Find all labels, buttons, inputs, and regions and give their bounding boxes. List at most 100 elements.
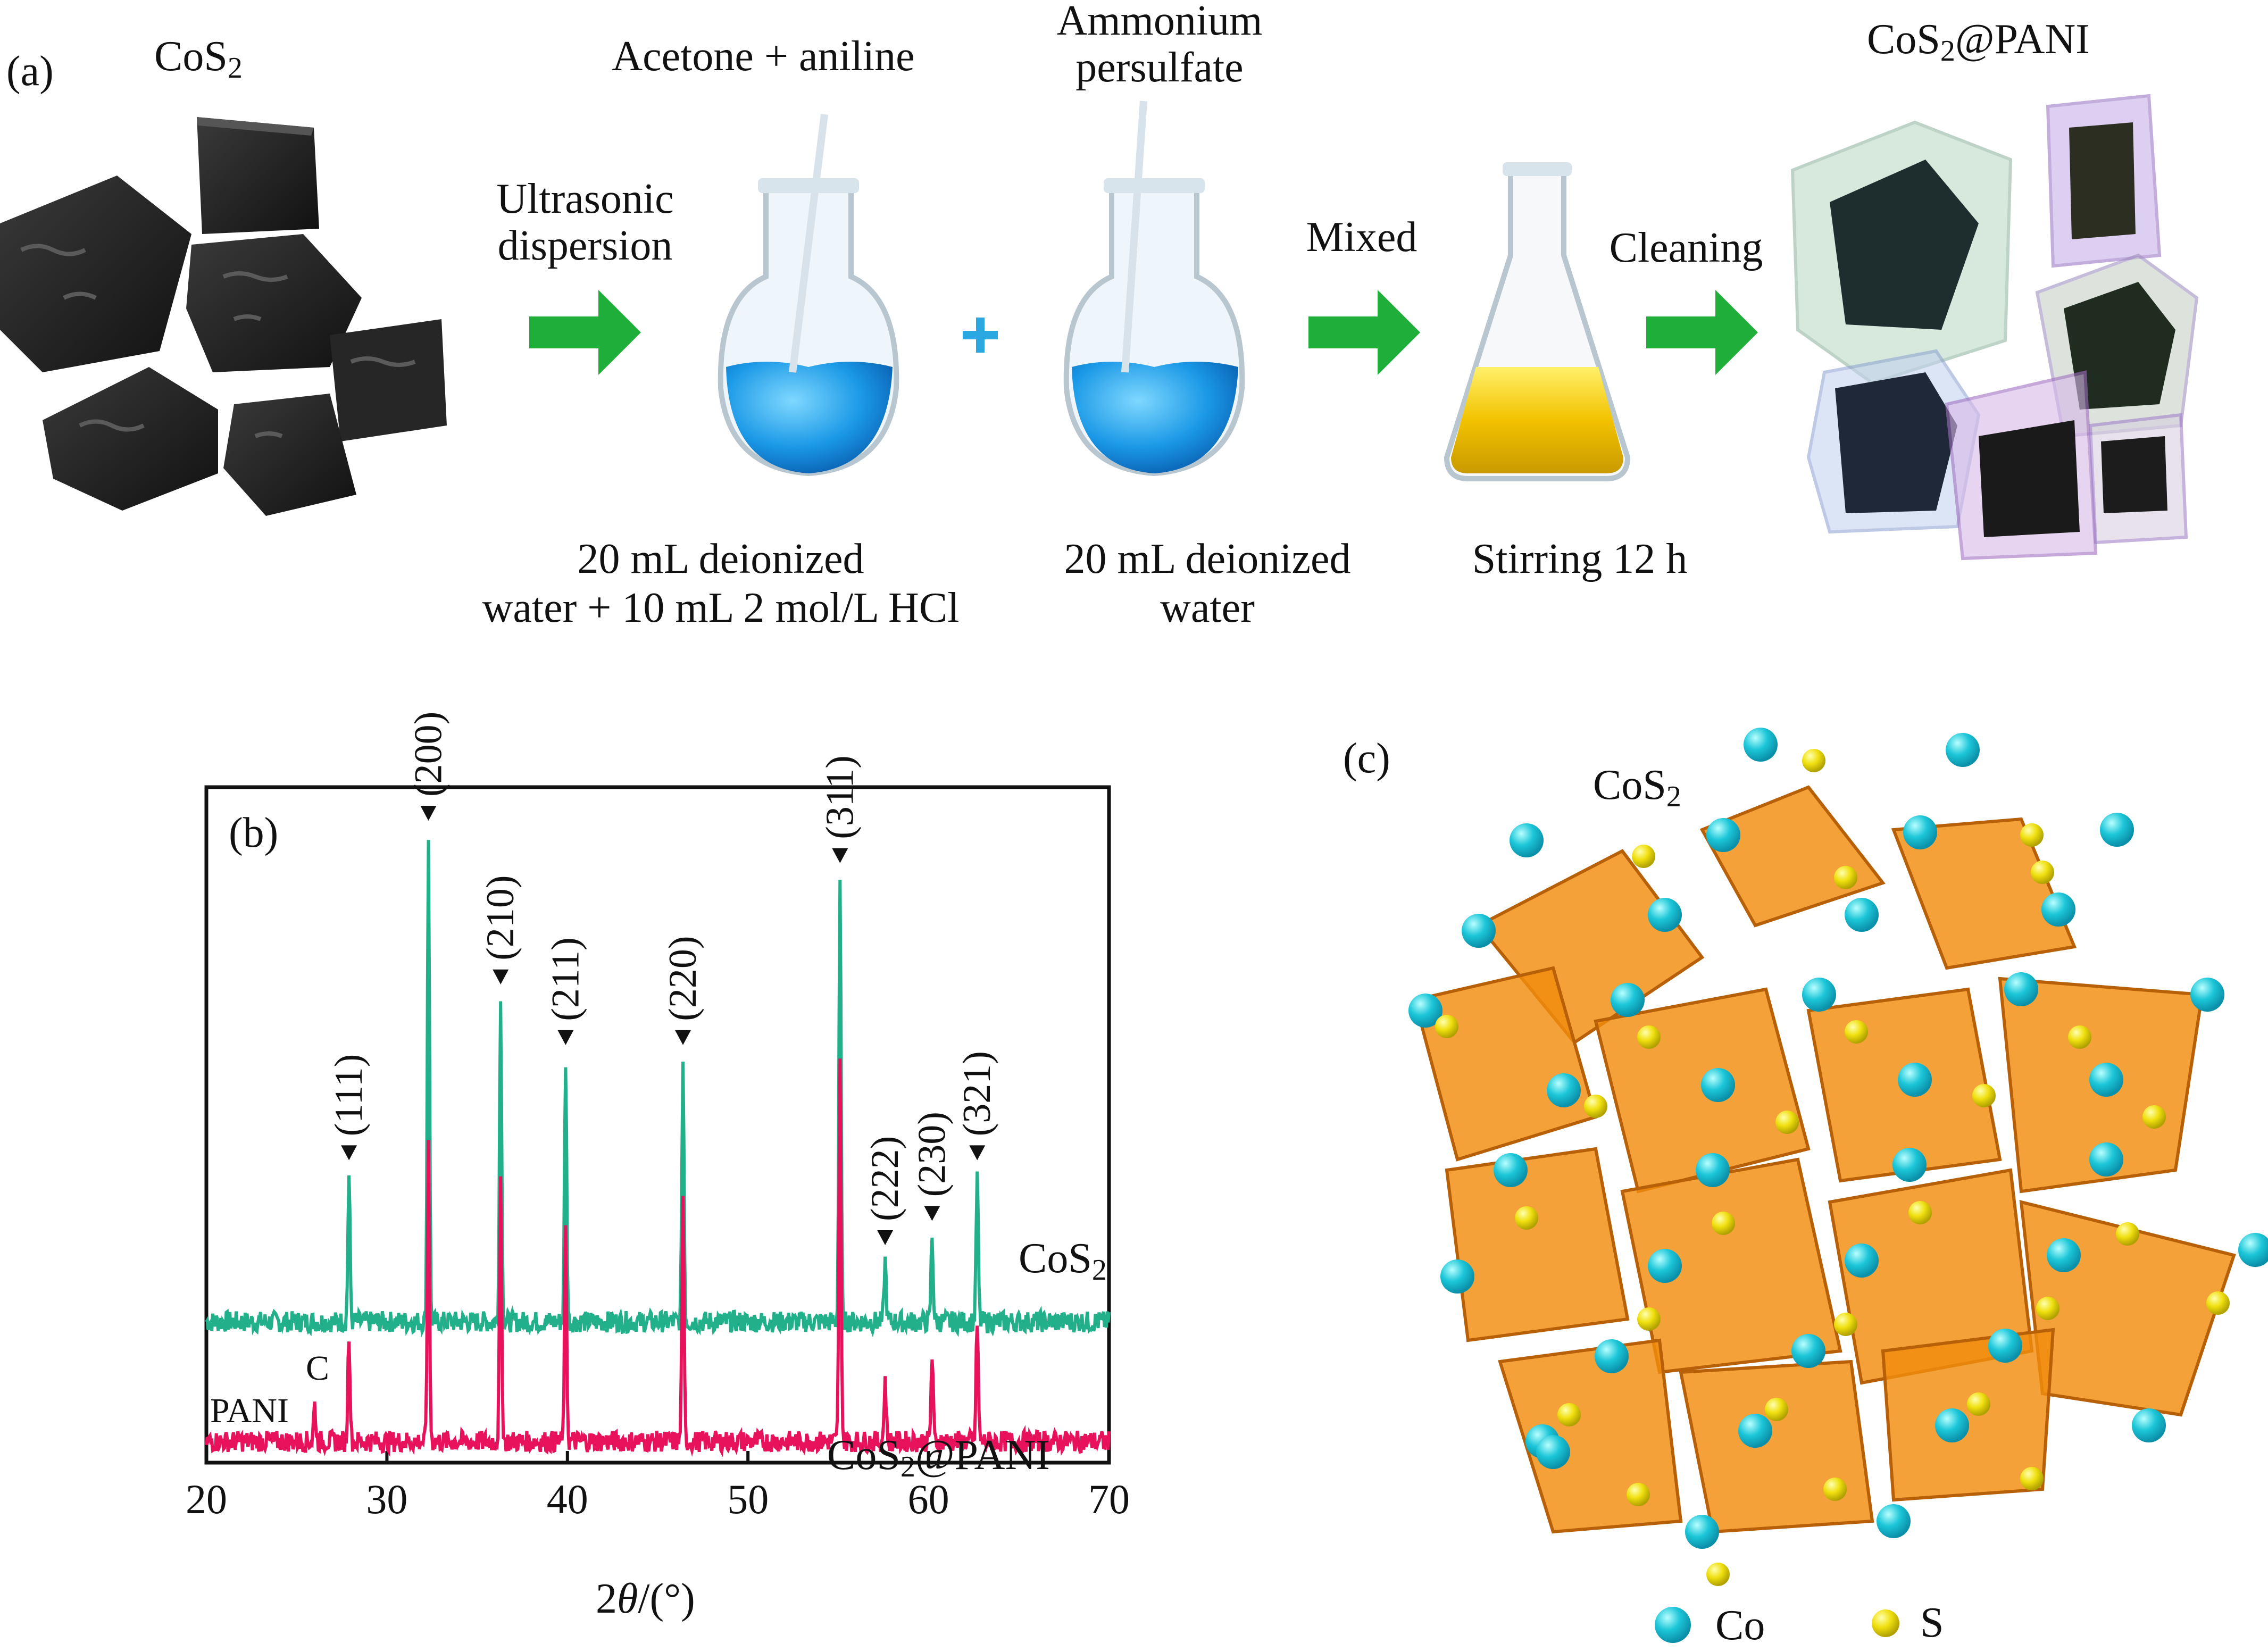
x-tick-label: 70 — [1088, 1476, 1130, 1522]
s-atom — [1627, 1483, 1650, 1506]
co-atom — [1547, 1073, 1581, 1107]
co-atom — [1685, 1515, 1719, 1549]
peak-label: (222) — [863, 1136, 907, 1221]
peak-label: (210) — [479, 875, 522, 961]
s-atom — [2068, 1025, 2091, 1049]
s-atom — [1972, 1084, 1996, 1107]
peak-marker — [420, 806, 437, 821]
legend-co-label: Co — [1715, 1602, 1765, 1649]
co-atom — [2132, 1408, 2166, 1442]
co-atom — [1845, 1244, 1879, 1278]
co-atom — [1440, 1259, 1474, 1294]
co-atom — [1898, 1063, 1932, 1097]
cos2-pani-product-illustration — [1790, 94, 2199, 561]
s-atom — [1435, 1015, 1458, 1038]
s-atom — [2020, 823, 2044, 847]
co-atom — [1536, 1435, 1570, 1469]
co-atom — [1946, 733, 1980, 767]
coordination-polyhedron — [1679, 1359, 1874, 1534]
cos2-crystals-illustration — [0, 117, 447, 516]
s-atom — [1908, 1201, 1932, 1224]
co-atom — [1696, 1153, 1730, 1187]
co-atom — [2004, 972, 2038, 1006]
crystal-structure-illustration — [1408, 728, 2268, 1586]
peak-label: (220) — [661, 936, 705, 1021]
co-atom — [1802, 978, 1836, 1012]
co-atom — [1706, 818, 1740, 852]
series-cos2-label: CoS2 — [1019, 1235, 1107, 1287]
plus-sign — [963, 318, 998, 353]
co-atom — [1648, 898, 1682, 932]
peak-label: (200) — [406, 712, 450, 797]
arrow-cleaning — [1646, 290, 1758, 375]
crystal-label: CoS2 — [1593, 762, 1681, 813]
series-cos2-pani-label: CoS2@PANI — [827, 1432, 1050, 1483]
s-atom — [1712, 1212, 1735, 1235]
s-atom — [1706, 1563, 1730, 1586]
peak-marker — [341, 1145, 357, 1161]
s-atom — [1765, 1398, 1788, 1421]
s-atom — [1775, 1111, 1799, 1134]
s-atom — [1515, 1206, 1538, 1230]
cos2-label: CoS2 — [154, 33, 243, 85]
c-label: C — [306, 1349, 330, 1388]
co-atom — [2089, 1142, 2123, 1177]
xrd-x-axis-label: 2θ/(°) — [596, 1575, 695, 1622]
flask-1-illustration — [718, 114, 899, 477]
legend-s-icon — [1872, 1609, 1899, 1637]
peak-label: (321) — [955, 1051, 999, 1136]
co-atom — [2041, 892, 2075, 927]
s-atom — [2142, 1105, 2166, 1129]
x-tick-label: 20 — [186, 1476, 227, 1522]
co-atom — [1494, 1153, 1528, 1187]
co-atom — [1877, 1504, 1911, 1538]
xrd-peak-markers: (111)(200)(210)(211)(220)(311)(222)(230)… — [327, 712, 999, 1245]
x-tick-label: 50 — [727, 1476, 769, 1522]
peak-marker — [832, 848, 848, 863]
flask3-bottom-label: Stirring 12 h — [1472, 536, 1688, 582]
s-atom — [2116, 1222, 2139, 1246]
peak-label: (230) — [910, 1112, 954, 1197]
coordination-polyhedron — [1891, 817, 2077, 970]
arrow-mixed — [1308, 290, 1420, 375]
co-atom — [1988, 1329, 2022, 1363]
step-mixed-label: Mixed — [1306, 214, 1418, 261]
co-atom — [1791, 1334, 1825, 1368]
co-atom — [1462, 914, 1496, 948]
s-atom — [2206, 1291, 2230, 1315]
co-atom — [1408, 994, 1442, 1028]
co-atom — [1611, 983, 1645, 1017]
peak-marker — [877, 1230, 894, 1245]
panel-a-label: (a) — [6, 48, 54, 95]
x-tick-label: 60 — [908, 1476, 949, 1522]
co-atom — [1845, 898, 1879, 932]
arrow-ultrasonic — [529, 290, 641, 375]
legend-co-icon — [1655, 1607, 1691, 1643]
co-atom — [1903, 815, 1937, 849]
s-atom — [2036, 1297, 2059, 1320]
flask-3-illustration — [1444, 162, 1631, 481]
co-atom — [1510, 823, 1544, 857]
co-atom — [2238, 1233, 2268, 1267]
step-cleaning-label: Cleaning — [1609, 224, 1763, 271]
co-atom — [2100, 813, 2134, 847]
co-atom — [2047, 1238, 2081, 1272]
legend-s-label: S — [1920, 1599, 1944, 1646]
s-atom — [1834, 866, 1857, 889]
coordination-polyhedron — [1699, 785, 1886, 928]
peak-marker — [557, 1030, 574, 1045]
pani-label: PANI — [210, 1391, 289, 1430]
co-atom — [2190, 978, 2224, 1012]
co-atom — [1744, 728, 1778, 762]
s-atom — [1967, 1392, 1990, 1416]
s-atom — [1637, 1025, 1661, 1049]
co-atom — [1738, 1414, 1772, 1448]
s-atom — [1834, 1313, 1857, 1336]
co-atom — [1701, 1068, 1735, 1102]
x-tick-label: 40 — [547, 1476, 588, 1522]
